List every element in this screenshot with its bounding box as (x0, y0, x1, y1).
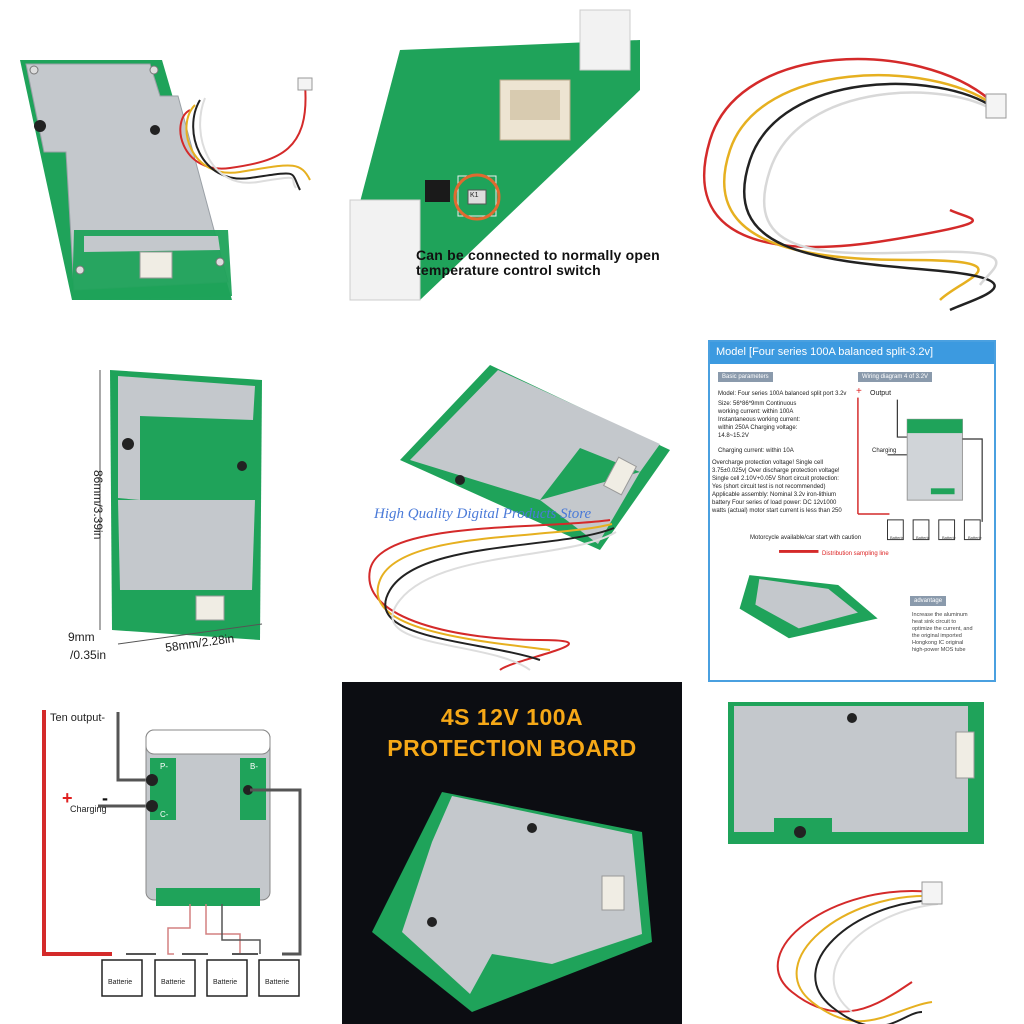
tag-advantage: advantage (910, 596, 947, 606)
spec-sheet: Model [Four series 100A balanced split-3… (708, 340, 996, 682)
product-photo-top (682, 682, 1024, 1024)
battery-label-4: Batterie (265, 979, 290, 986)
spec-advantage-line: Hongkong IC original (912, 640, 964, 646)
banner-line-2: PROTECTION BOARD (387, 735, 637, 761)
spec-size: Size: 56*86*9mm Continuous working curre… (718, 400, 800, 440)
tag-basic-parameters: Basic parameters (718, 372, 773, 382)
spec-protection-line: Overcharge protection voltage! Single ce… (712, 460, 824, 466)
product-photo-wire (680, 0, 1024, 340)
spec-protection-line: battery Four series of load power: DC 12… (712, 500, 837, 506)
spec-size-line: working current: within 100A (718, 409, 794, 415)
caption-line-2: temperature control switch (416, 262, 601, 278)
board-and-wire-illustration (728, 702, 984, 1024)
spec-output-label: Output (870, 390, 892, 397)
spec-protection-line: Yes (short circuit test is not recommend… (712, 484, 826, 490)
product-dimensions: 86mm/3.39in 58mm/2.28in 9mm /0.35in (0, 340, 340, 682)
product-photo-angled: High Quality Digital Products Store (340, 340, 680, 682)
spec-protection-line: Applicable assembly: Nominal 3.2v iron-l… (712, 492, 837, 498)
highlight-circle (453, 173, 501, 221)
dimension-height: 86mm/3.39in (91, 470, 105, 540)
diagram-output-label: Ten output- (50, 712, 106, 724)
product-photo-front (0, 0, 340, 340)
board-mark: K1 (470, 192, 479, 199)
product-photo-closeup: K1 Can be connected to normally open tem… (340, 0, 680, 340)
spec-sheet-title: Model [Four series 100A balanced split-3… (710, 342, 994, 364)
battery-label-1: Batterie (108, 979, 133, 986)
banner-line-1: 4S 12V 100A (440, 704, 584, 730)
wiring-diagram: Ten output- + - Charging P- C- B- Batter… (0, 682, 340, 1024)
dimension-illustration (99, 370, 263, 645)
spec-advantage-line: high-power MOS tube (912, 647, 966, 653)
closeup-caption: Can be connected to normally open temper… (416, 248, 660, 278)
spec-protection: Overcharge protection voltage! Single ce… (712, 459, 842, 515)
tag-wiring-diagram: Wiring diagram 4 of 3.2V (858, 372, 933, 382)
spec-motorcycle-note: Motorcycle available/car start with caut… (750, 535, 862, 541)
spec-size-line: Instantaneous working current: (718, 417, 801, 423)
diagram-plus-sign: + (62, 788, 73, 808)
wire-harness-illustration (703, 57, 1007, 312)
product-banner: 4S 12V 100A PROTECTION BOARD (342, 682, 682, 1024)
spec-battery-label-2: Batterie (916, 535, 930, 540)
spec-model: Model: Four series 100A balanced split p… (718, 391, 847, 397)
diagram-board-label-c: C- (160, 810, 169, 819)
spec-advantage-line: heat sink circuit to (912, 619, 957, 625)
spec-battery-label-3: Batterie (942, 535, 956, 540)
spec-advantage-line: Increase the aluminum (912, 612, 968, 618)
spec-charging-label: Charging (872, 448, 897, 454)
caption-line-1: Can be connected to normally open (416, 247, 660, 263)
spec-advantage: Increase the aluminum heat sink circuit … (912, 612, 973, 654)
spec-protection-line: Single cell 2.10V+0.05V Short circuit pr… (712, 476, 839, 482)
spec-battery-label-4: Batterie (968, 535, 982, 540)
dimension-thickness-line2: /0.35in (70, 648, 107, 662)
spec-size-line: Size: 56*86*9mm Continuous (718, 401, 797, 407)
spec-size-line: 14.8~15.2V (718, 433, 749, 439)
spec-protection-line: watts (actual) motor start current is le… (712, 508, 842, 514)
spec-distribution-label: Distribution sampling line (822, 551, 889, 557)
battery-label-2: Batterie (161, 979, 186, 986)
diagram-charging-label: Charging (70, 804, 107, 814)
spec-plus-sign: + (856, 386, 862, 397)
dimension-thickness-line1: 9mm (68, 630, 95, 644)
spec-advantage-line: optimize the current, and (912, 626, 973, 632)
diagram-minus-sign: - (102, 788, 108, 808)
diagram-board-label-b: B- (250, 762, 258, 771)
closeup-illustration (349, 9, 640, 301)
spec-battery-label-1: Batterie (890, 535, 904, 540)
diagram-board-label-p: P- (160, 762, 168, 771)
wiring-diagram-illustration (42, 710, 302, 997)
battery-label-3: Batterie (213, 979, 238, 986)
spec-protection-line: 3.75±0.025v| Over discharge protection v… (712, 468, 840, 474)
spec-size-line: within 250A Charging voltage: (718, 425, 798, 431)
spec-advantage-line: the original imported (912, 633, 962, 639)
angled-board-illustration (368, 365, 670, 671)
bms-board-illustration (20, 60, 313, 300)
banner-board-illustration (372, 792, 652, 1012)
spec-charging-current: Charging current: within 10A (718, 448, 794, 454)
store-watermark: High Quality Digital Products Store (374, 506, 592, 522)
